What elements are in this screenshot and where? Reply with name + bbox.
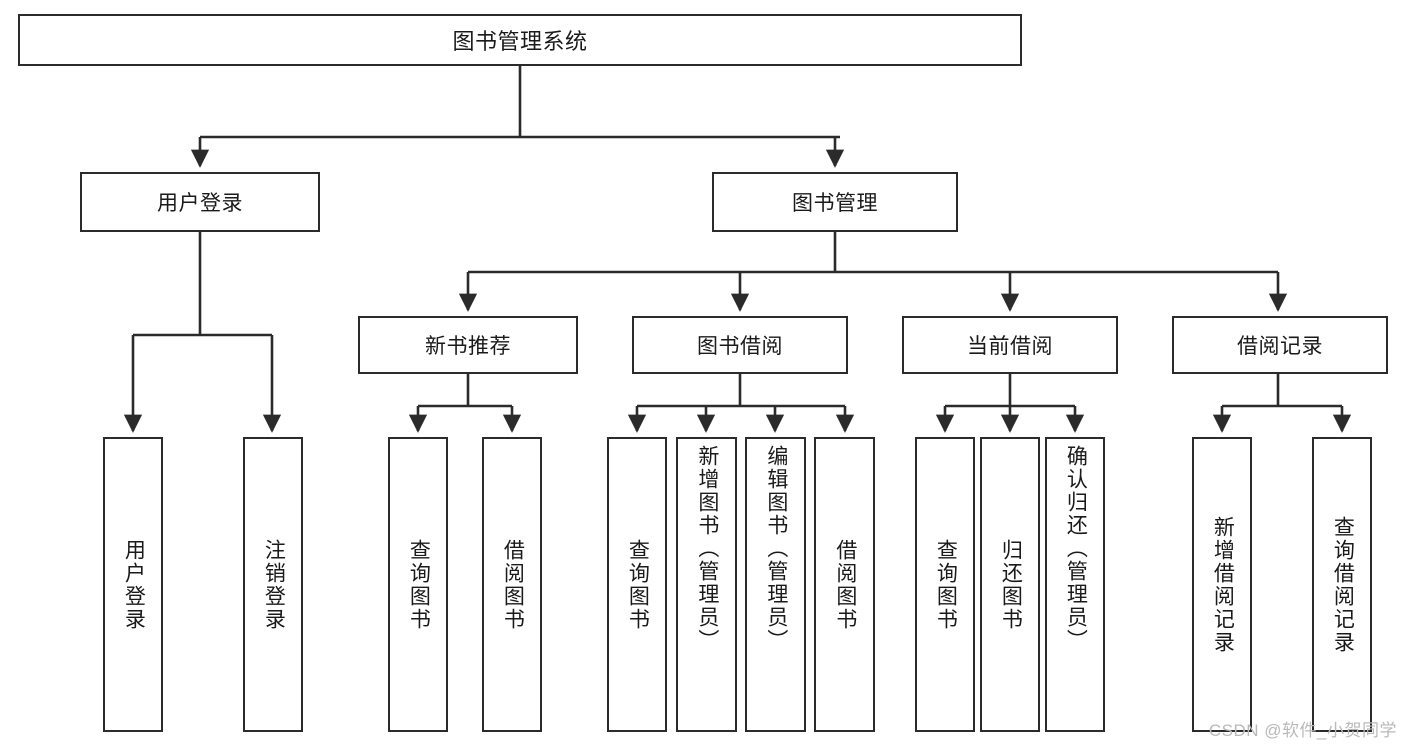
node-book-management-label: 图书管理 — [792, 192, 878, 215]
leaf-borrow-query-book[interactable]: 查询图书 — [607, 437, 667, 732]
leaf-borrow-add-book-admin[interactable]: 新增图书（管理员） — [676, 437, 737, 732]
leaf-records-add-record-label: 新增借阅记录 — [1211, 515, 1235, 654]
node-root[interactable]: 图书管理系统 — [18, 14, 1022, 66]
node-book-borrow[interactable]: 图书借阅 — [632, 316, 848, 374]
node-current-borrow-label: 当前借阅 — [967, 335, 1053, 358]
leaf-borrow-edit-book-admin[interactable]: 编辑图书（管理员） — [745, 437, 806, 732]
node-borrow-records[interactable]: 借阅记录 — [1172, 316, 1388, 374]
node-book-management[interactable]: 图书管理 — [712, 172, 958, 232]
leaf-borrow-query-book-label: 查询图书 — [626, 538, 650, 631]
node-new-book-recommend-label: 新书推荐 — [425, 335, 511, 358]
leaf-borrow-lend-book-label: 借阅图书 — [833, 538, 857, 631]
node-root-label: 图书管理系统 — [452, 29, 588, 54]
leaf-borrow-edit-book-admin-label: 编辑图书（管理员） — [764, 445, 788, 652]
node-user-login[interactable]: 用户登录 — [80, 172, 320, 232]
leaf-user-logout[interactable]: 注销登录 — [243, 437, 303, 732]
node-current-borrow[interactable]: 当前借阅 — [902, 316, 1118, 374]
leaf-user-login-label: 用户登录 — [122, 538, 146, 631]
node-book-borrow-label: 图书借阅 — [697, 335, 783, 358]
leaf-current-query-book[interactable]: 查询图书 — [915, 437, 975, 732]
node-user-login-label: 用户登录 — [157, 192, 243, 215]
leaf-records-query-record[interactable]: 查询借阅记录 — [1312, 437, 1372, 732]
leaf-newbook-query-book-label: 查询图书 — [407, 538, 431, 631]
leaf-records-add-record[interactable]: 新增借阅记录 — [1192, 437, 1252, 732]
leaf-borrow-lend-book[interactable]: 借阅图书 — [814, 437, 875, 732]
leaf-newbook-borrow-book[interactable]: 借阅图书 — [482, 437, 542, 732]
leaf-newbook-query-book[interactable]: 查询图书 — [388, 437, 448, 732]
node-borrow-records-label: 借阅记录 — [1237, 335, 1323, 358]
leaf-records-query-record-label: 查询借阅记录 — [1331, 515, 1355, 654]
watermark: CSDN @软件_小贺同学 — [1208, 721, 1397, 740]
node-new-book-recommend[interactable]: 新书推荐 — [358, 316, 578, 374]
leaf-user-login[interactable]: 用户登录 — [103, 437, 163, 732]
leaf-current-return-book-label: 归还图书 — [999, 538, 1023, 631]
leaf-current-query-book-label: 查询图书 — [934, 538, 958, 631]
leaf-borrow-add-book-admin-label: 新增图书（管理员） — [695, 445, 719, 652]
leaf-current-return-book[interactable]: 归还图书 — [980, 437, 1040, 732]
leaf-user-logout-label: 注销登录 — [262, 538, 286, 631]
leaf-current-confirm-return-admin-label: 确认归还（管理员） — [1064, 445, 1088, 652]
leaf-current-confirm-return-admin[interactable]: 确认归还（管理员） — [1045, 437, 1105, 732]
leaf-newbook-borrow-book-label: 借阅图书 — [501, 538, 525, 631]
